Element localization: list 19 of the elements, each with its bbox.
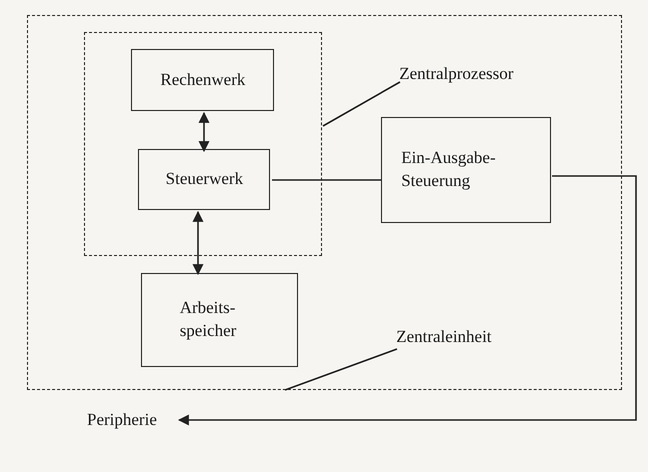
callout-label: Zentraleinheit (396, 326, 492, 348)
dashed-boundary (84, 32, 322, 256)
process-box (138, 149, 270, 210)
box-label: Arbeits- speicher (180, 297, 238, 342)
process-box (381, 117, 552, 224)
leader-line (284, 348, 398, 391)
connector-line (272, 179, 382, 181)
box-label: Steuerwerk (166, 168, 244, 190)
arrow (178, 175, 637, 426)
leader-line (322, 81, 400, 127)
arrow (192, 210, 204, 276)
box-label: Ein-Ausgabe- Steuerung (401, 147, 497, 192)
arrow (198, 112, 210, 152)
dashed-boundary (27, 15, 622, 390)
box-label: Rechenwerk (160, 68, 246, 91)
process-box (141, 273, 298, 368)
process-box (131, 49, 274, 112)
callout-label: Zentralprozessor (399, 62, 514, 85)
callout-label: Peripherie (87, 408, 157, 431)
